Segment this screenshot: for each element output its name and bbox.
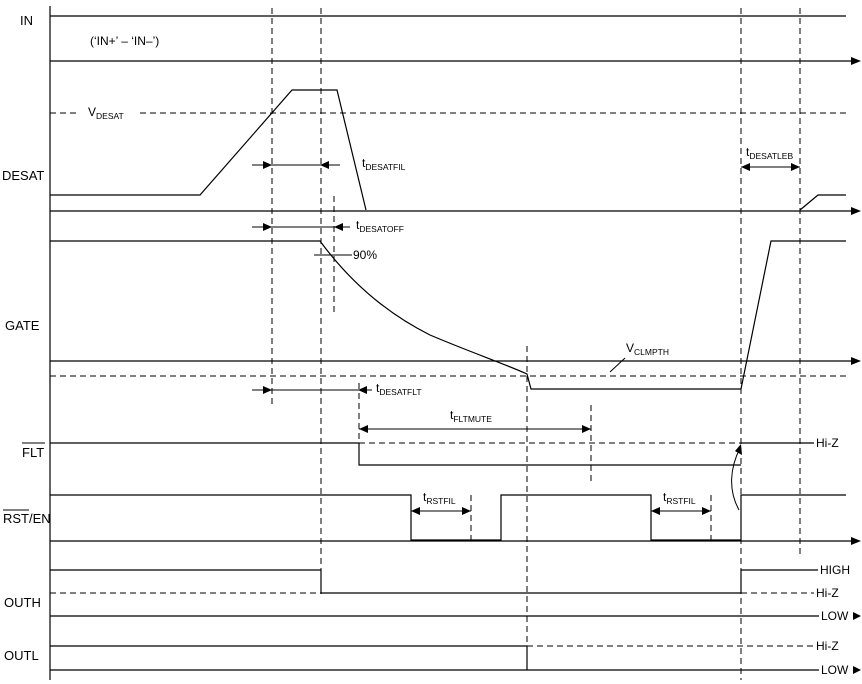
trstfil2-arrow-left xyxy=(651,507,660,515)
tdesatoff-arrow-left xyxy=(263,223,272,231)
time-markers xyxy=(271,8,801,680)
tfltmute-label: tFLTMUTE xyxy=(450,408,492,424)
outl-low-label: LOW xyxy=(821,663,849,677)
outh-low-label: LOW xyxy=(821,609,849,623)
tdesatfil-label: tDESATFIL xyxy=(362,156,406,172)
outh-high-label: HIGH xyxy=(820,563,850,577)
desat-label: DESAT xyxy=(2,168,44,183)
tdesatflt-arrow-left xyxy=(263,386,272,394)
trstfil1-arrow-left xyxy=(411,507,420,515)
rst-en-label: RST/EN xyxy=(3,511,51,526)
trstfil1-label: tRSTFIL xyxy=(423,490,456,506)
trstfil2-label: tRSTFIL xyxy=(663,490,696,506)
tfltmute-arrow-left xyxy=(359,425,368,433)
outl-hiz-label: Hi-Z xyxy=(816,639,839,653)
gate-waveform xyxy=(50,240,846,390)
gate-90pct-label: 90% xyxy=(353,248,377,262)
desat-waveform xyxy=(50,89,367,211)
vdesat-label: VDESAT xyxy=(88,105,124,121)
flt-label: FLT xyxy=(22,445,44,460)
desat-baseline-arrow xyxy=(851,207,861,215)
gate-label: GATE xyxy=(5,318,40,333)
desat-signal: DESAT VDESAT tDESATFIL tDESATLEB xyxy=(2,89,861,215)
rst-en-baseline-arrow xyxy=(851,537,861,545)
trstfil2-arrow-right xyxy=(702,507,711,515)
vclmpth-level-arrow xyxy=(851,357,861,365)
outl-low-arrow xyxy=(853,666,861,674)
flt-release-arrow xyxy=(731,447,741,511)
tdesatfil-arrow-right xyxy=(320,161,329,169)
vclmpth-pointer xyxy=(609,357,626,373)
outl-label: OUTL xyxy=(4,648,39,663)
in-label: IN xyxy=(20,13,33,28)
rst-en-waveform xyxy=(50,494,846,541)
outh-label: OUTH xyxy=(4,595,41,610)
in-signal: IN (‘IN+’ – ‘IN–’) xyxy=(20,13,861,65)
tdesatflt-label: tDESATFLT xyxy=(376,381,422,397)
outl-waveform xyxy=(50,645,528,670)
tdesatflt-arrow-right xyxy=(358,386,367,394)
desat-waveform-late xyxy=(799,194,846,211)
tdesatleb-arrow-right xyxy=(791,163,800,171)
rst-en-signal: RST/EN tRSTFIL tRSTFIL xyxy=(3,490,861,545)
in-expression: (‘IN+’ – ‘IN–’) xyxy=(90,34,159,48)
gate-signal: GATE tDESATOFF 90% VCLMPTH tDESATFLT xyxy=(5,218,861,397)
tdesatfil-arrow-left xyxy=(263,161,272,169)
outh-waveform xyxy=(50,569,818,594)
tfltmute-arrow-right xyxy=(582,425,591,433)
tdesatleb-arrow-left xyxy=(741,163,750,171)
outh-low-arrow xyxy=(853,612,861,620)
flt-release-arrowhead xyxy=(735,444,742,455)
flt-hiz-label: Hi-Z xyxy=(816,436,839,450)
flt-waveform xyxy=(50,442,741,466)
tdesatoff-label: tDESATOFF xyxy=(356,218,404,234)
in-baseline-arrow xyxy=(851,57,861,65)
outl-signal: OUTL Hi-Z LOW xyxy=(4,639,861,677)
trstfil1-arrow-right xyxy=(462,507,471,515)
flt-signal: FLT tFLTMUTE Hi-Z xyxy=(22,408,839,511)
outh-signal: OUTH HIGH Hi-Z LOW xyxy=(4,563,861,623)
tdesatleb-label: tDESATLEB xyxy=(746,145,793,161)
outh-hiz-label: Hi-Z xyxy=(816,586,839,600)
tdesatoff-arrow-right xyxy=(334,223,343,231)
vclmpth-label: VCLMPTH xyxy=(626,341,669,357)
